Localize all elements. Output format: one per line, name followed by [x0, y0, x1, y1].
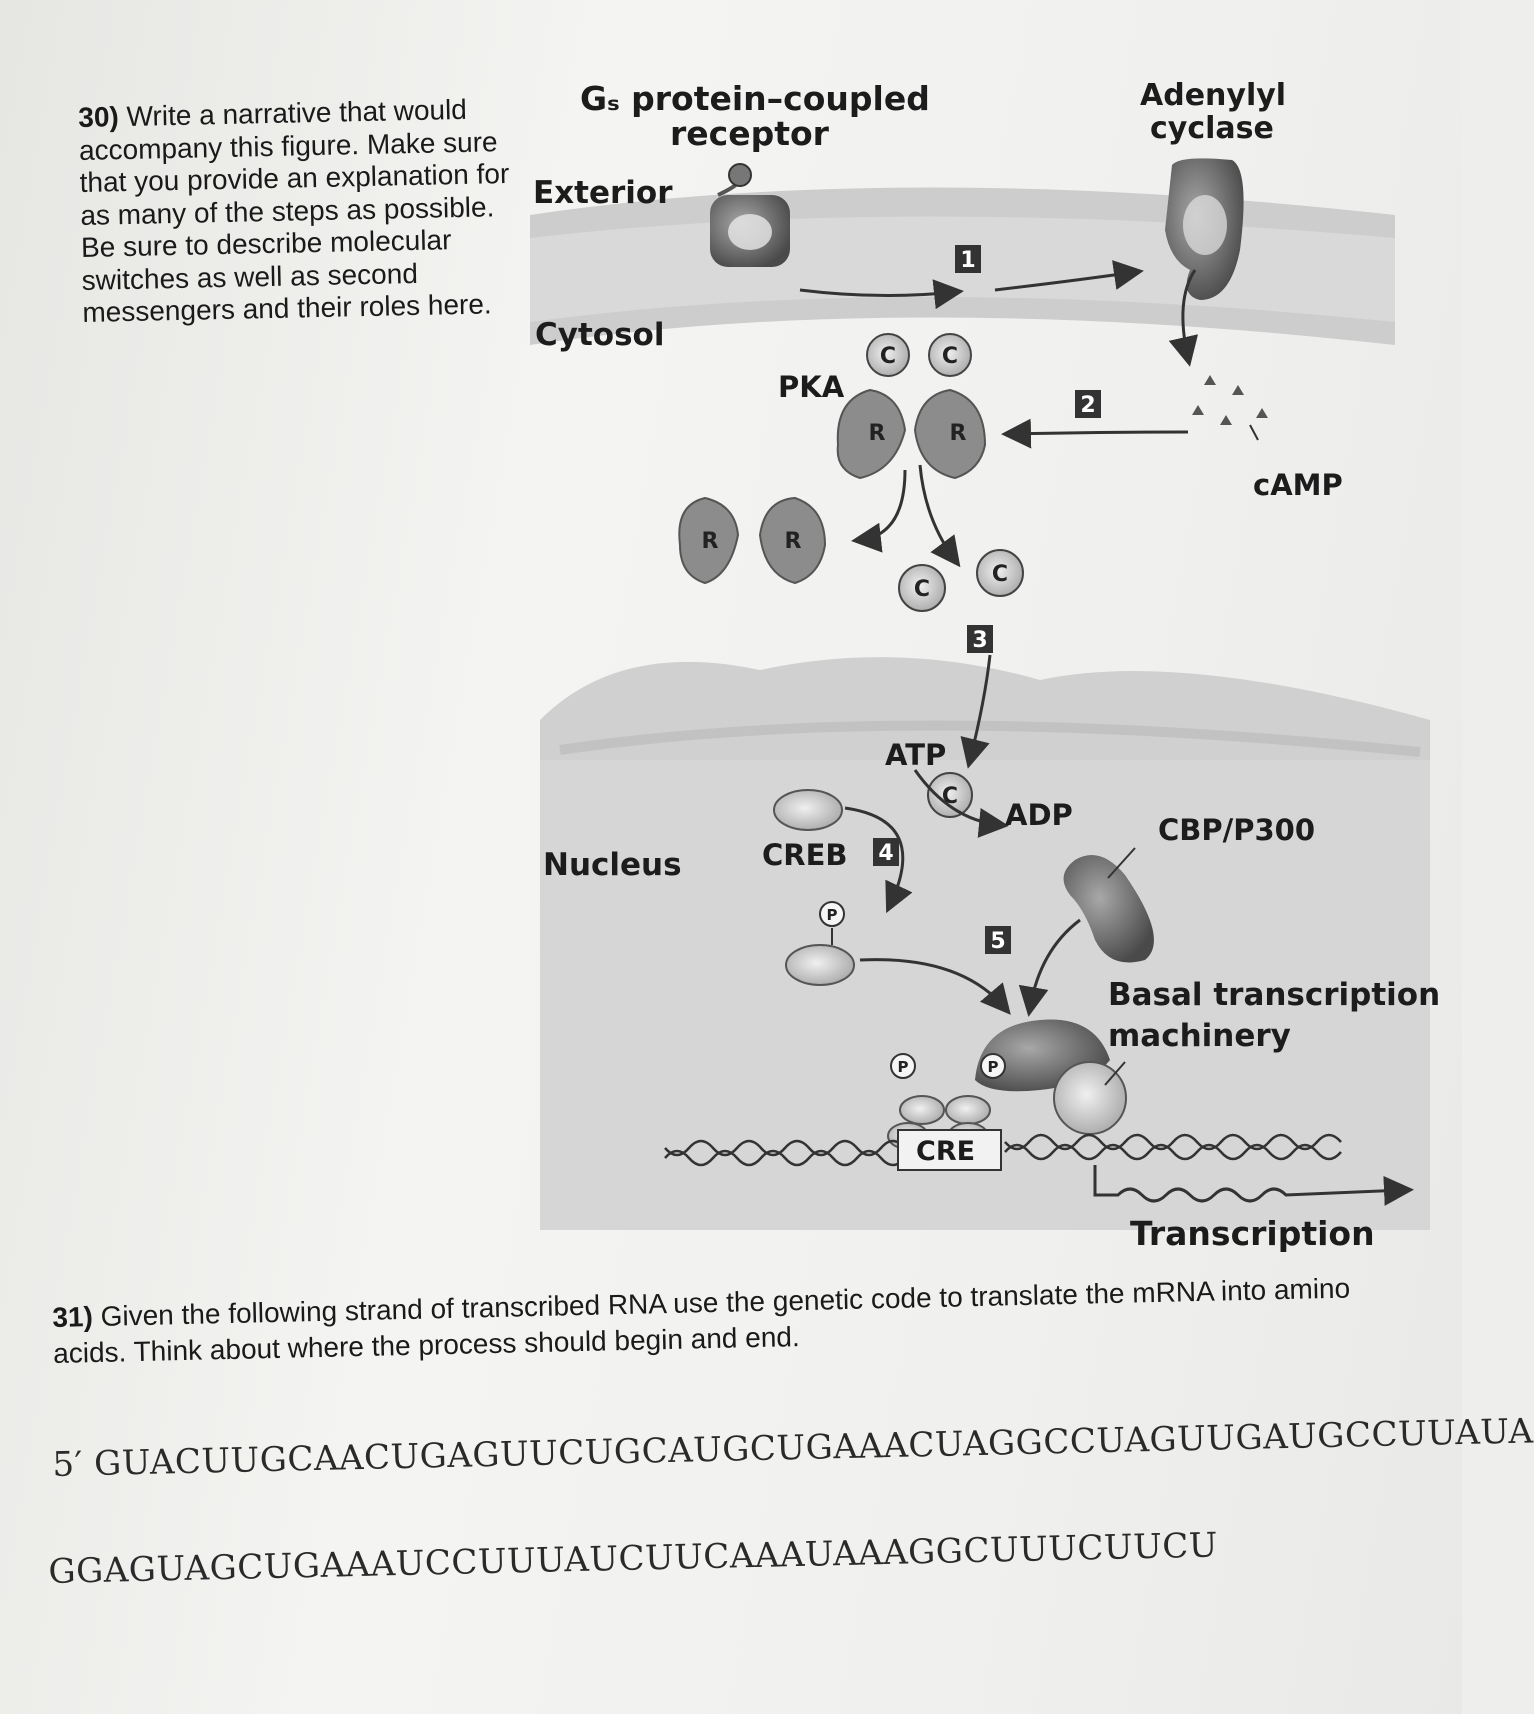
free-r-label: R: [702, 529, 719, 554]
phospho-marker: P: [988, 1058, 999, 1076]
cytosol-label: Cytosol: [535, 317, 664, 353]
transcription-arrow: [1093, 1165, 1414, 1206]
pka-label: PKA: [778, 370, 845, 404]
step-1-badge: 1: [960, 248, 975, 273]
gs-receptor-shape: [710, 163, 790, 267]
step-4-badge: 4: [878, 841, 893, 866]
nucleus-label: Nucleus: [543, 847, 682, 883]
cre-box: [897, 1129, 1002, 1171]
cre-label: CRE: [916, 1136, 975, 1167]
phospho-marker: P: [898, 1058, 909, 1076]
pka-c-label: C: [942, 344, 958, 369]
phospho-marker: P: [827, 906, 838, 924]
free-c-label: C: [992, 562, 1008, 587]
atp-label: ATP: [885, 738, 946, 772]
catalytic-subunit-nuclear: [927, 772, 973, 818]
adenylyl-cyclase-label: Adenylyl cyclase: [1140, 78, 1297, 146]
basal-transcription-text-line2: machinery: [1108, 1018, 1291, 1054]
camp-label: cAMP: [1253, 468, 1343, 502]
step-2-badge: 2: [1080, 393, 1095, 418]
free-r-label: R: [785, 529, 802, 554]
signaling-figure: Gₛ protein–coupled receptor Adenylyl cyc…: [530, 78, 1451, 1253]
nuclear-c-label: C: [942, 784, 958, 809]
question-31-number: 31): [52, 1301, 94, 1333]
step-5-badge: 5: [990, 929, 1005, 954]
creb-shape: [773, 789, 843, 831]
gs-receptor-label: Gₛ protein–coupled receptor: [580, 79, 941, 153]
adp-label: ADP: [1005, 798, 1073, 832]
gs-receptor-text: Gₛ protein–coupled: [580, 79, 930, 118]
pka-c-label: C: [880, 344, 896, 369]
camp-molecules: [1192, 375, 1268, 425]
pka-r-label: R: [869, 421, 886, 446]
basal-transcription-label: Basal transcription machinery: [1108, 977, 1451, 1054]
adenylyl-cyclase-text-line2: cyclase: [1150, 111, 1274, 146]
cbp-p300-label: CBP/P300: [1158, 813, 1315, 847]
cbp-p300-shape: [1063, 855, 1154, 963]
step-3-badge: 3: [972, 628, 987, 653]
regulatory-dimer: [678, 496, 827, 585]
gs-receptor-text-line2: receptor: [670, 114, 830, 153]
basal-transcription-text: Basal transcription: [1108, 977, 1440, 1013]
transcription-label: Transcription: [1130, 1214, 1375, 1253]
creb-label: CREB: [762, 838, 848, 872]
pka-complex: [836, 333, 987, 480]
catalytic-subunit: [976, 549, 1024, 597]
pka-r-label: R: [950, 421, 967, 446]
adenylyl-cyclase-shape: [1165, 158, 1244, 300]
free-c-label: C: [914, 577, 930, 602]
adenylyl-cyclase-text: Adenylyl: [1140, 78, 1286, 113]
catalytic-subunit: [898, 564, 946, 612]
phospho-creb-shape: [785, 944, 855, 986]
exterior-label: Exterior: [533, 175, 673, 211]
